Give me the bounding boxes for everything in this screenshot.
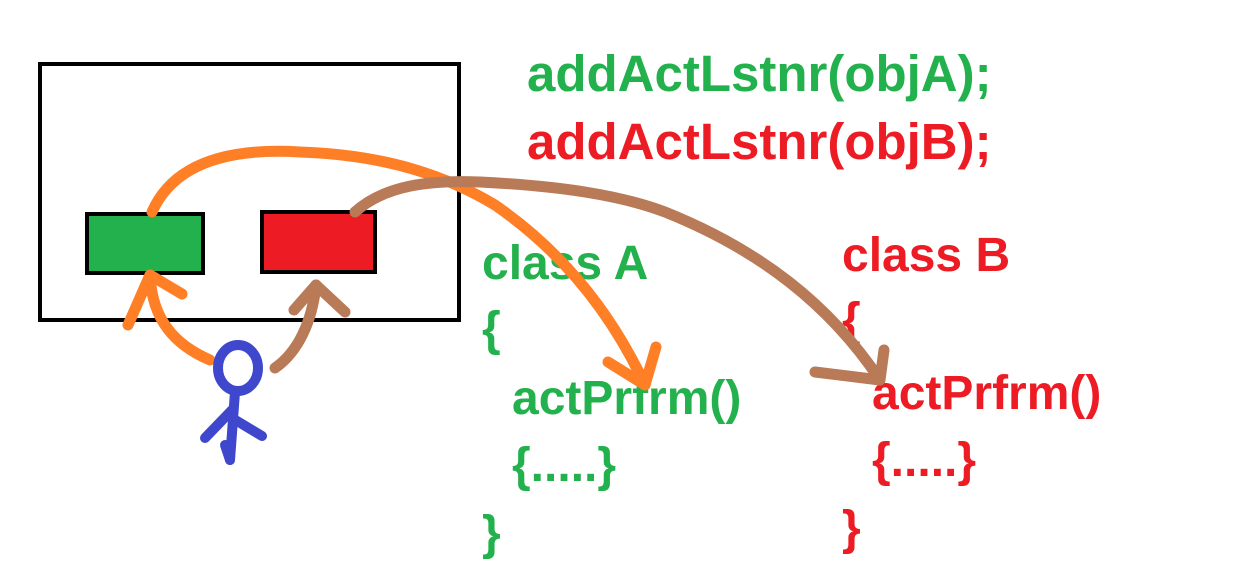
class-b-method-body: {.....} — [872, 434, 977, 487]
class-b-header: class B — [842, 229, 1011, 282]
class-a-close-brace: } — [482, 507, 501, 560]
green-button[interactable] — [85, 212, 205, 275]
gui-window — [38, 62, 461, 322]
class-a-method-body: {.....} — [512, 439, 617, 492]
stick-figure-icon — [200, 340, 267, 465]
register-listener-a: addActLstnr(objA); — [527, 45, 992, 102]
class-a-method: actPrfrm() — [512, 372, 742, 425]
register-listener-b: addActLstnr(objB); — [527, 113, 992, 170]
class-b-open-brace: { — [842, 294, 861, 347]
red-button[interactable] — [260, 210, 377, 274]
class-a-header: class A — [482, 237, 649, 290]
class-b-method: actPrfrm() — [872, 367, 1102, 420]
class-a-open-brace: { — [482, 303, 501, 356]
class-b-close-brace: } — [842, 502, 861, 555]
